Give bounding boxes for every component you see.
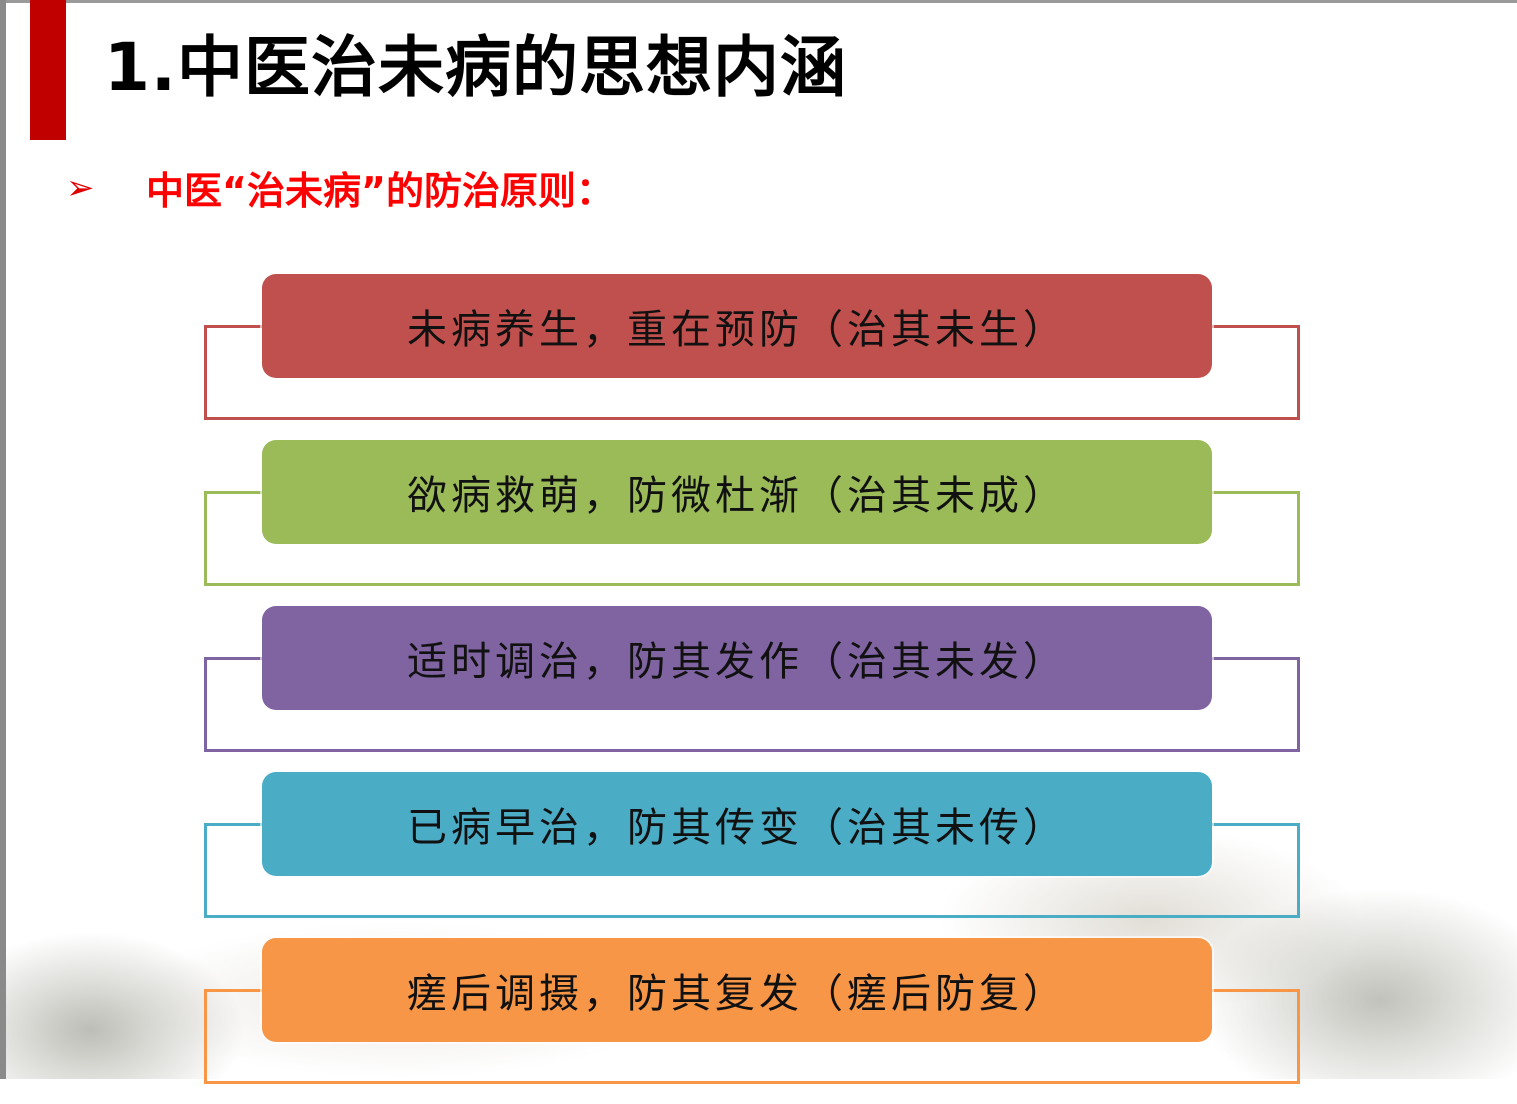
slide-title: 1.中医治未病的思想内涵: [104, 29, 847, 106]
principle-item: 瘥后调摄，防其复发（瘥后防复）: [0, 938, 1517, 1104]
bracket-outline: [204, 491, 1300, 586]
principle-box: 适时调治，防其发作（治其未发）: [262, 606, 1212, 710]
principle-box: 瘥后调摄，防其复发（瘥后防复）: [262, 938, 1212, 1042]
slide-top-border: [0, 0, 1517, 3]
bracket-stub-right: [1212, 823, 1297, 826]
bracket-stub-left: [204, 491, 262, 494]
subtitle-row: ➢ 中医“治未病”的防治原则：: [66, 160, 614, 215]
bracket-stub-left: [204, 823, 262, 826]
principle-item: 已病早治，防其传变（治其未传）: [0, 772, 1517, 938]
bracket-stub-right: [1212, 491, 1297, 494]
bracket-stub-left: [204, 989, 262, 992]
subtitle: 中医“治未病”的防治原则：: [146, 169, 614, 213]
bracket-stub-left: [204, 325, 262, 328]
title-accent-bar: [30, 0, 66, 140]
bracket-stub-right: [1212, 657, 1297, 660]
bracket-outline: [204, 325, 1300, 420]
bracket-stub-right: [1212, 989, 1297, 992]
principle-box: 已病早治，防其传变（治其未传）: [262, 772, 1212, 876]
principle-box: 未病养生，重在预防（治其未生）: [262, 274, 1212, 378]
bracket-stub-left: [204, 657, 262, 660]
bracket-outline: [204, 657, 1300, 752]
principle-box: 欲病救萌，防微杜渐（治其未成）: [262, 440, 1212, 544]
slide-left-border: [0, 0, 6, 1079]
arrow-bullet-icon: ➢: [66, 167, 95, 208]
principle-item: 适时调治，防其发作（治其未发）: [0, 606, 1517, 772]
principle-item: 未病养生，重在预防（治其未生）: [0, 274, 1517, 440]
principle-item: 欲病救萌，防微杜渐（治其未成）: [0, 440, 1517, 606]
bracket-stub-right: [1212, 325, 1297, 328]
bracket-outline: [204, 823, 1300, 918]
